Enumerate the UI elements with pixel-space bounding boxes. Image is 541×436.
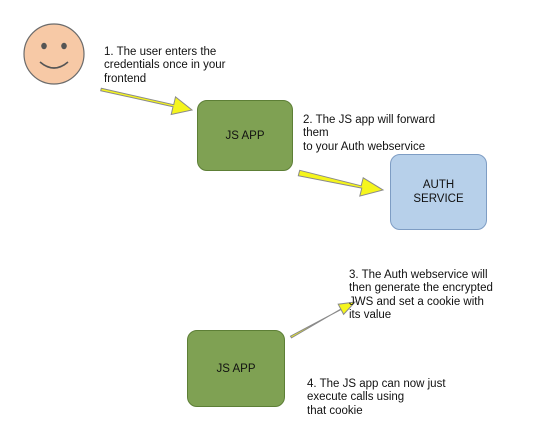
arrow-jsapp-to-auth xyxy=(297,169,385,197)
js-app-box-top: JS APP xyxy=(197,100,293,171)
auth-service-box: AUTH SERVICE xyxy=(390,154,487,230)
js-app-box-bottom: JS APP xyxy=(187,330,285,407)
step-3-note: 3. The Auth webservice will then generat… xyxy=(349,268,493,322)
step-4-note: 4. The JS app can now just execute calls… xyxy=(307,377,446,417)
step-2-note: 2. The JS app will forward them to your … xyxy=(303,113,436,153)
auth-service-box-label: AUTH SERVICE xyxy=(413,179,464,205)
user-smiley-icon xyxy=(23,23,85,85)
js-app-box-bottom-label: JS APP xyxy=(216,362,256,375)
js-app-box-top-label: JS APP xyxy=(225,129,265,142)
arrow-jsapp-bottom-to-auth xyxy=(289,301,357,339)
arrow-user-to-jsapp xyxy=(100,87,194,116)
step-1-note: 1. The user enters the credentials once … xyxy=(104,45,226,85)
